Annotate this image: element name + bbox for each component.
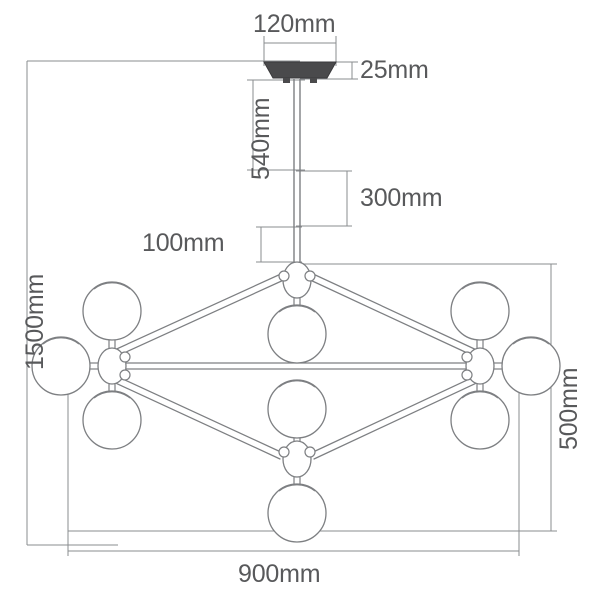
dim-label-100mm: 100mm — [142, 229, 225, 257]
arm-top-left-a — [109, 272, 284, 353]
globe-bottom-center — [267, 379, 327, 439]
arm-bottom-right-a — [310, 373, 481, 454]
bottom-hub-knob-left — [278, 446, 290, 458]
globe-left-lower — [82, 390, 142, 450]
bottom-joint-hub — [278, 432, 316, 487]
arm-bottom-left-a — [111, 373, 284, 454]
globe-left-upper — [82, 281, 142, 341]
canopy-nub-left — [283, 78, 290, 83]
right-hub-knob-up — [461, 351, 473, 363]
globe-right-outer — [501, 336, 561, 396]
top-joint-hub — [278, 261, 316, 307]
globe-top-center — [267, 304, 327, 364]
left-hub-knob-down — [119, 369, 131, 381]
globe-bottom-drop — [267, 483, 327, 543]
arm-top-right-a — [310, 272, 482, 353]
arm-top-left-b — [112, 278, 287, 359]
glass-globe-shades — [31, 281, 561, 543]
dim-label-1500mm: 1500mm — [21, 273, 49, 370]
ceiling-canopy — [263, 61, 337, 79]
canopy-and-stem — [263, 61, 337, 268]
left-hub-knob-up — [119, 351, 131, 363]
joint-hubs — [88, 261, 504, 487]
dim-label-540mm: 540mm — [247, 97, 275, 180]
left-joint-hub — [88, 338, 131, 394]
arm-bottom-left-b — [108, 379, 281, 460]
connecting-arms — [108, 272, 484, 460]
canopy-nub-right — [310, 78, 317, 83]
dimension-lines — [26, 36, 557, 556]
dim-label-500mm: 500mm — [555, 367, 583, 450]
bottom-hub-knob-right — [304, 446, 316, 458]
globe-right-lower — [450, 390, 510, 450]
dim-label-120mm: 120mm — [253, 10, 336, 38]
right-hub-knob-down — [461, 369, 473, 381]
globe-right-upper — [450, 281, 510, 341]
top-hub-knob-left — [278, 270, 290, 282]
dim-label-300mm: 300mm — [360, 184, 443, 212]
arm-bottom-right-b — [313, 379, 484, 460]
top-hub-knob-right — [304, 270, 316, 282]
arm-top-right-b — [307, 278, 479, 359]
dim-label-25mm: 25mm — [360, 56, 429, 84]
dim-label-900mm: 900mm — [238, 560, 321, 588]
